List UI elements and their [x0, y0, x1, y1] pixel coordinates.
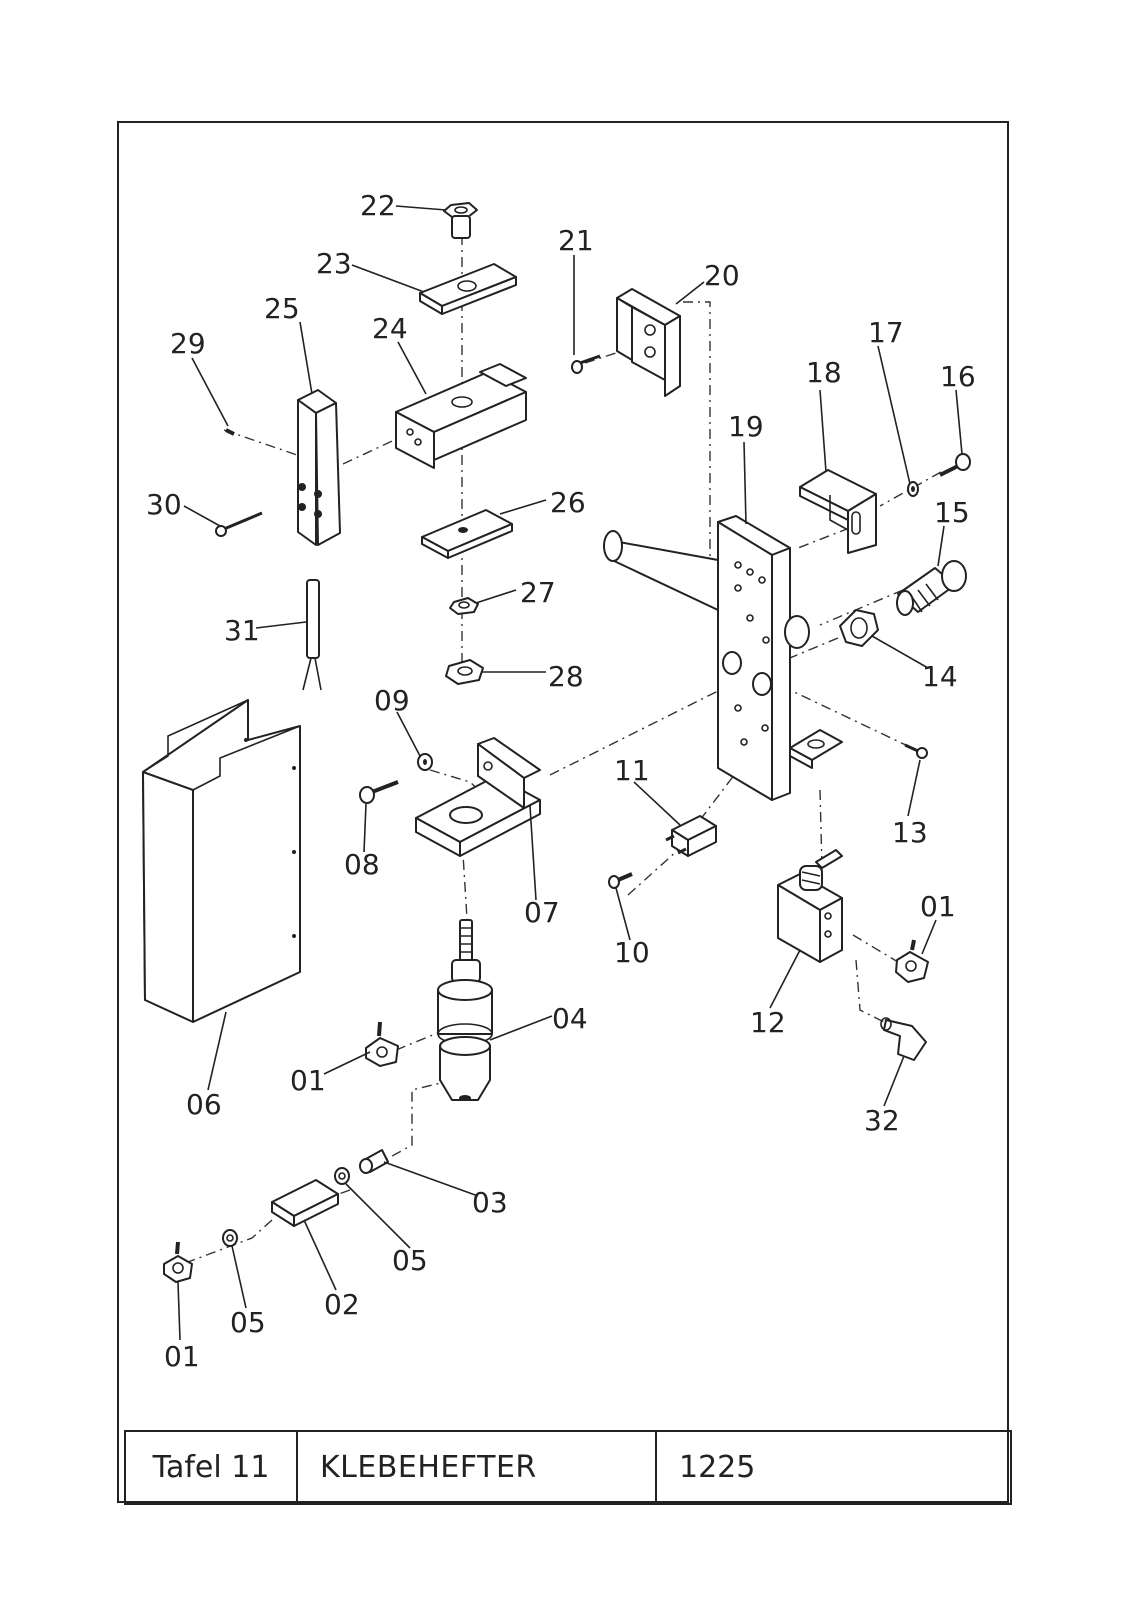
callout-29: 29: [170, 327, 206, 360]
callout-26: 26: [550, 486, 586, 519]
part-03-fitting-screw: [359, 1149, 389, 1174]
part-01-knurled-fitting-middle: [365, 1021, 399, 1067]
callout-19: 19: [728, 410, 764, 443]
callout-09: 09: [374, 684, 410, 717]
title-block: Tafel 11 KLEBEHEFTER 1225: [124, 1430, 1012, 1505]
part-16-screw: [939, 453, 971, 477]
part-14-lock-nut: [839, 609, 879, 647]
part-21-screw: [571, 354, 601, 374]
part-26-plate: [421, 509, 513, 559]
part-15-cable-gland: [896, 560, 967, 616]
callout-22: 22: [360, 189, 396, 222]
callout-18: 18: [806, 356, 842, 389]
part-07-angle-bracket: [415, 737, 541, 857]
callout-27: 27: [520, 576, 556, 609]
part-09-spring-washer: [417, 753, 433, 771]
callout-01-middle: 01: [290, 1064, 326, 1097]
part-23-plate: [419, 263, 517, 315]
callout-15: 15: [934, 496, 970, 529]
callout-25: 25: [264, 292, 300, 325]
callout-07: 07: [524, 896, 560, 929]
callout-labels: 22 23 21 20 25 24 29 17 18 16 19 30 26 1…: [146, 189, 976, 1373]
callout-13: 13: [892, 816, 928, 849]
callout-04: 04: [552, 1002, 588, 1035]
part-17-washer: [907, 481, 919, 497]
drawing-number: 1225: [679, 1450, 756, 1485]
callout-17: 17: [868, 316, 904, 349]
part-08-screw: [359, 780, 399, 804]
callout-03: 03: [472, 1186, 508, 1219]
callout-05-upper: 05: [392, 1244, 428, 1277]
callout-11: 11: [614, 754, 650, 787]
callout-02: 02: [324, 1288, 360, 1321]
part-05-seal-upper: [334, 1167, 350, 1185]
part-04-glue-nozzle: [437, 919, 493, 1101]
part-27-nut: [449, 597, 479, 615]
part-32-elbow-fitting: [880, 1017, 927, 1061]
part-12-solenoid-valve: [777, 849, 843, 963]
plate-number: Tafel 11: [126, 1432, 298, 1503]
part-24-slide-bracket: [395, 363, 527, 469]
part-02-distributor-block: [271, 1179, 339, 1227]
part-18-angle-bracket: [799, 469, 877, 554]
part-05-seal-lower: [222, 1229, 238, 1247]
part-29-set-screw: [225, 428, 235, 436]
leader-lines: [177, 205, 963, 1341]
part-25-holder-block: [297, 389, 341, 546]
callout-21: 21: [558, 224, 594, 257]
callout-01-lower: 01: [164, 1340, 200, 1373]
callout-31: 31: [224, 614, 260, 647]
callout-30: 30: [146, 488, 182, 521]
part-19-mounting-plate: [603, 515, 843, 801]
callout-06: 06: [186, 1088, 222, 1121]
part-13-screw: [904, 743, 928, 759]
callout-32: 32: [864, 1104, 900, 1137]
part-31-sensor-probe: [302, 579, 322, 691]
part-11-connector-block: [665, 815, 717, 857]
callout-01-upper: 01: [920, 890, 956, 923]
part-28-hex-nut: [445, 659, 484, 685]
callout-05-lower: 05: [230, 1306, 266, 1339]
callout-10: 10: [614, 936, 650, 969]
callout-12: 12: [750, 1006, 786, 1039]
callout-08: 08: [344, 848, 380, 881]
callout-23: 23: [316, 247, 352, 280]
drawing-frame: [117, 121, 1009, 1503]
part-20-angle-bracket: [616, 288, 681, 397]
part-22-flange-bolt: [443, 202, 478, 239]
callout-28: 28: [548, 660, 584, 693]
callout-24: 24: [372, 312, 408, 345]
callout-20: 20: [704, 259, 740, 292]
part-30-long-screw: [215, 511, 263, 537]
assembly-name: KLEBEHEFTER: [298, 1432, 657, 1503]
callout-14: 14: [922, 660, 958, 693]
part-01-knurled-fitting-upper: [895, 939, 929, 983]
callout-16: 16: [940, 360, 976, 393]
part-06-cover-housing: [142, 699, 301, 1023]
part-01-knurled-fitting-lower: [163, 1241, 193, 1283]
part-10-screw: [608, 872, 633, 889]
